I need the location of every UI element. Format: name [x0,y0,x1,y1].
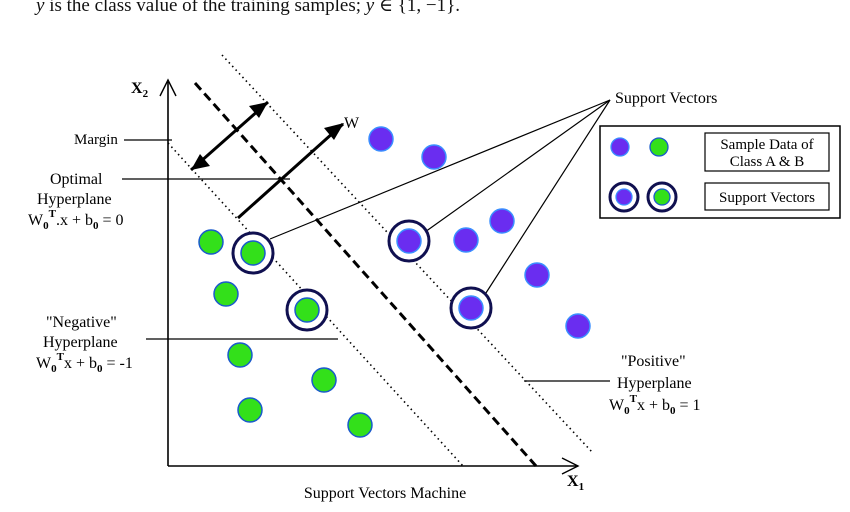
optimal-hyperplane [193,82,538,467]
svg-text:Optimal: Optimal [50,171,103,188]
optimal-hyperplane-label: Optimal Hyperplane W0T.x + b0 = 0 [28,171,290,232]
class-b-point [198,229,224,255]
w-arrowhead [324,123,344,140]
margin-arrowhead-bottom [191,154,210,170]
var-y-2: y [365,0,375,16]
class-a-point [368,126,394,152]
svg-text:W0T.x + b0 = 0: W0T.x + b0 = 0 [28,208,124,232]
x2-axis-label: X2 [131,80,149,100]
margin-arrowhead-top [249,102,268,118]
legend-support-box [704,182,830,211]
class-a-point [421,144,447,170]
support-vector-callouts [269,99,611,297]
positive-hyperplane-label: "Positive" Hyperplane W0Tx + b0 = 1 [524,353,701,417]
class-a-point [453,227,479,253]
svg-text:Hyperplane: Hyperplane [43,334,118,351]
support-vector-points [231,219,493,332]
support-vector-class-a [458,295,484,321]
legend-support-label: Support Vectors [719,190,815,206]
legend-support-class-a-swatch [615,188,633,206]
class-a-point [565,313,591,339]
hyperplanes [167,54,593,467]
class-a-point [524,262,550,288]
support-vectors-label: Support Vectors [615,90,717,107]
svg-text:W0Tx + b0 = 1: W0Tx + b0 = 1 [609,393,701,417]
support-vector-class-b [240,240,266,266]
svg-text:Hyperplane: Hyperplane [37,191,112,208]
legend-sample-box [704,132,830,172]
class-b-point [213,281,239,307]
negative-hyperplane-label: "Negative" Hyperplane W0Tx + b0 = -1 [36,314,338,375]
legend: Sample Data of Class A & B Support Vecto… [599,125,841,219]
y-axis-arrowhead [159,78,177,97]
margin-label: Margin [74,132,118,148]
legend-class-b-swatch [649,137,669,157]
var-y: y [36,0,45,16]
class-a-point [489,208,515,234]
axes: X2 X1 [131,78,584,493]
x1-axis-label: X1 [567,473,584,493]
w-label: W [344,115,360,132]
class-b-point [347,412,373,438]
svg-text:Hyperplane: Hyperplane [617,375,692,392]
svg-text:"Negative": "Negative" [46,314,117,331]
margin-arrow [190,100,269,172]
legend-sample-label-2: Class A & B [730,154,805,170]
class-b-point [311,367,337,393]
svg-text:"Positive": "Positive" [621,353,686,370]
legend-support-class-b-swatch [653,188,671,206]
svg-text:W0Tx + b0 = -1: W0Tx + b0 = -1 [36,351,133,375]
class-a-points [368,126,591,339]
intro-sentence: y is the class value of the training sam… [36,0,836,17]
x-axis-arrowhead [561,457,580,475]
figure-caption: Support Vectors Machine [304,485,466,502]
support-vector-class-a [396,228,422,254]
intro-text: is the class value of the training sampl… [44,0,366,16]
legend-class-a-swatch [610,137,630,157]
class-b-point [237,397,263,423]
class-b-points [198,229,373,438]
intro-set: ∈ {1, −1}. [374,0,460,16]
legend-sample-label-1: Sample Data of [720,137,813,153]
w-vector-arrow: W [236,115,360,220]
class-b-point [227,342,253,368]
support-vector-class-b [294,297,320,323]
